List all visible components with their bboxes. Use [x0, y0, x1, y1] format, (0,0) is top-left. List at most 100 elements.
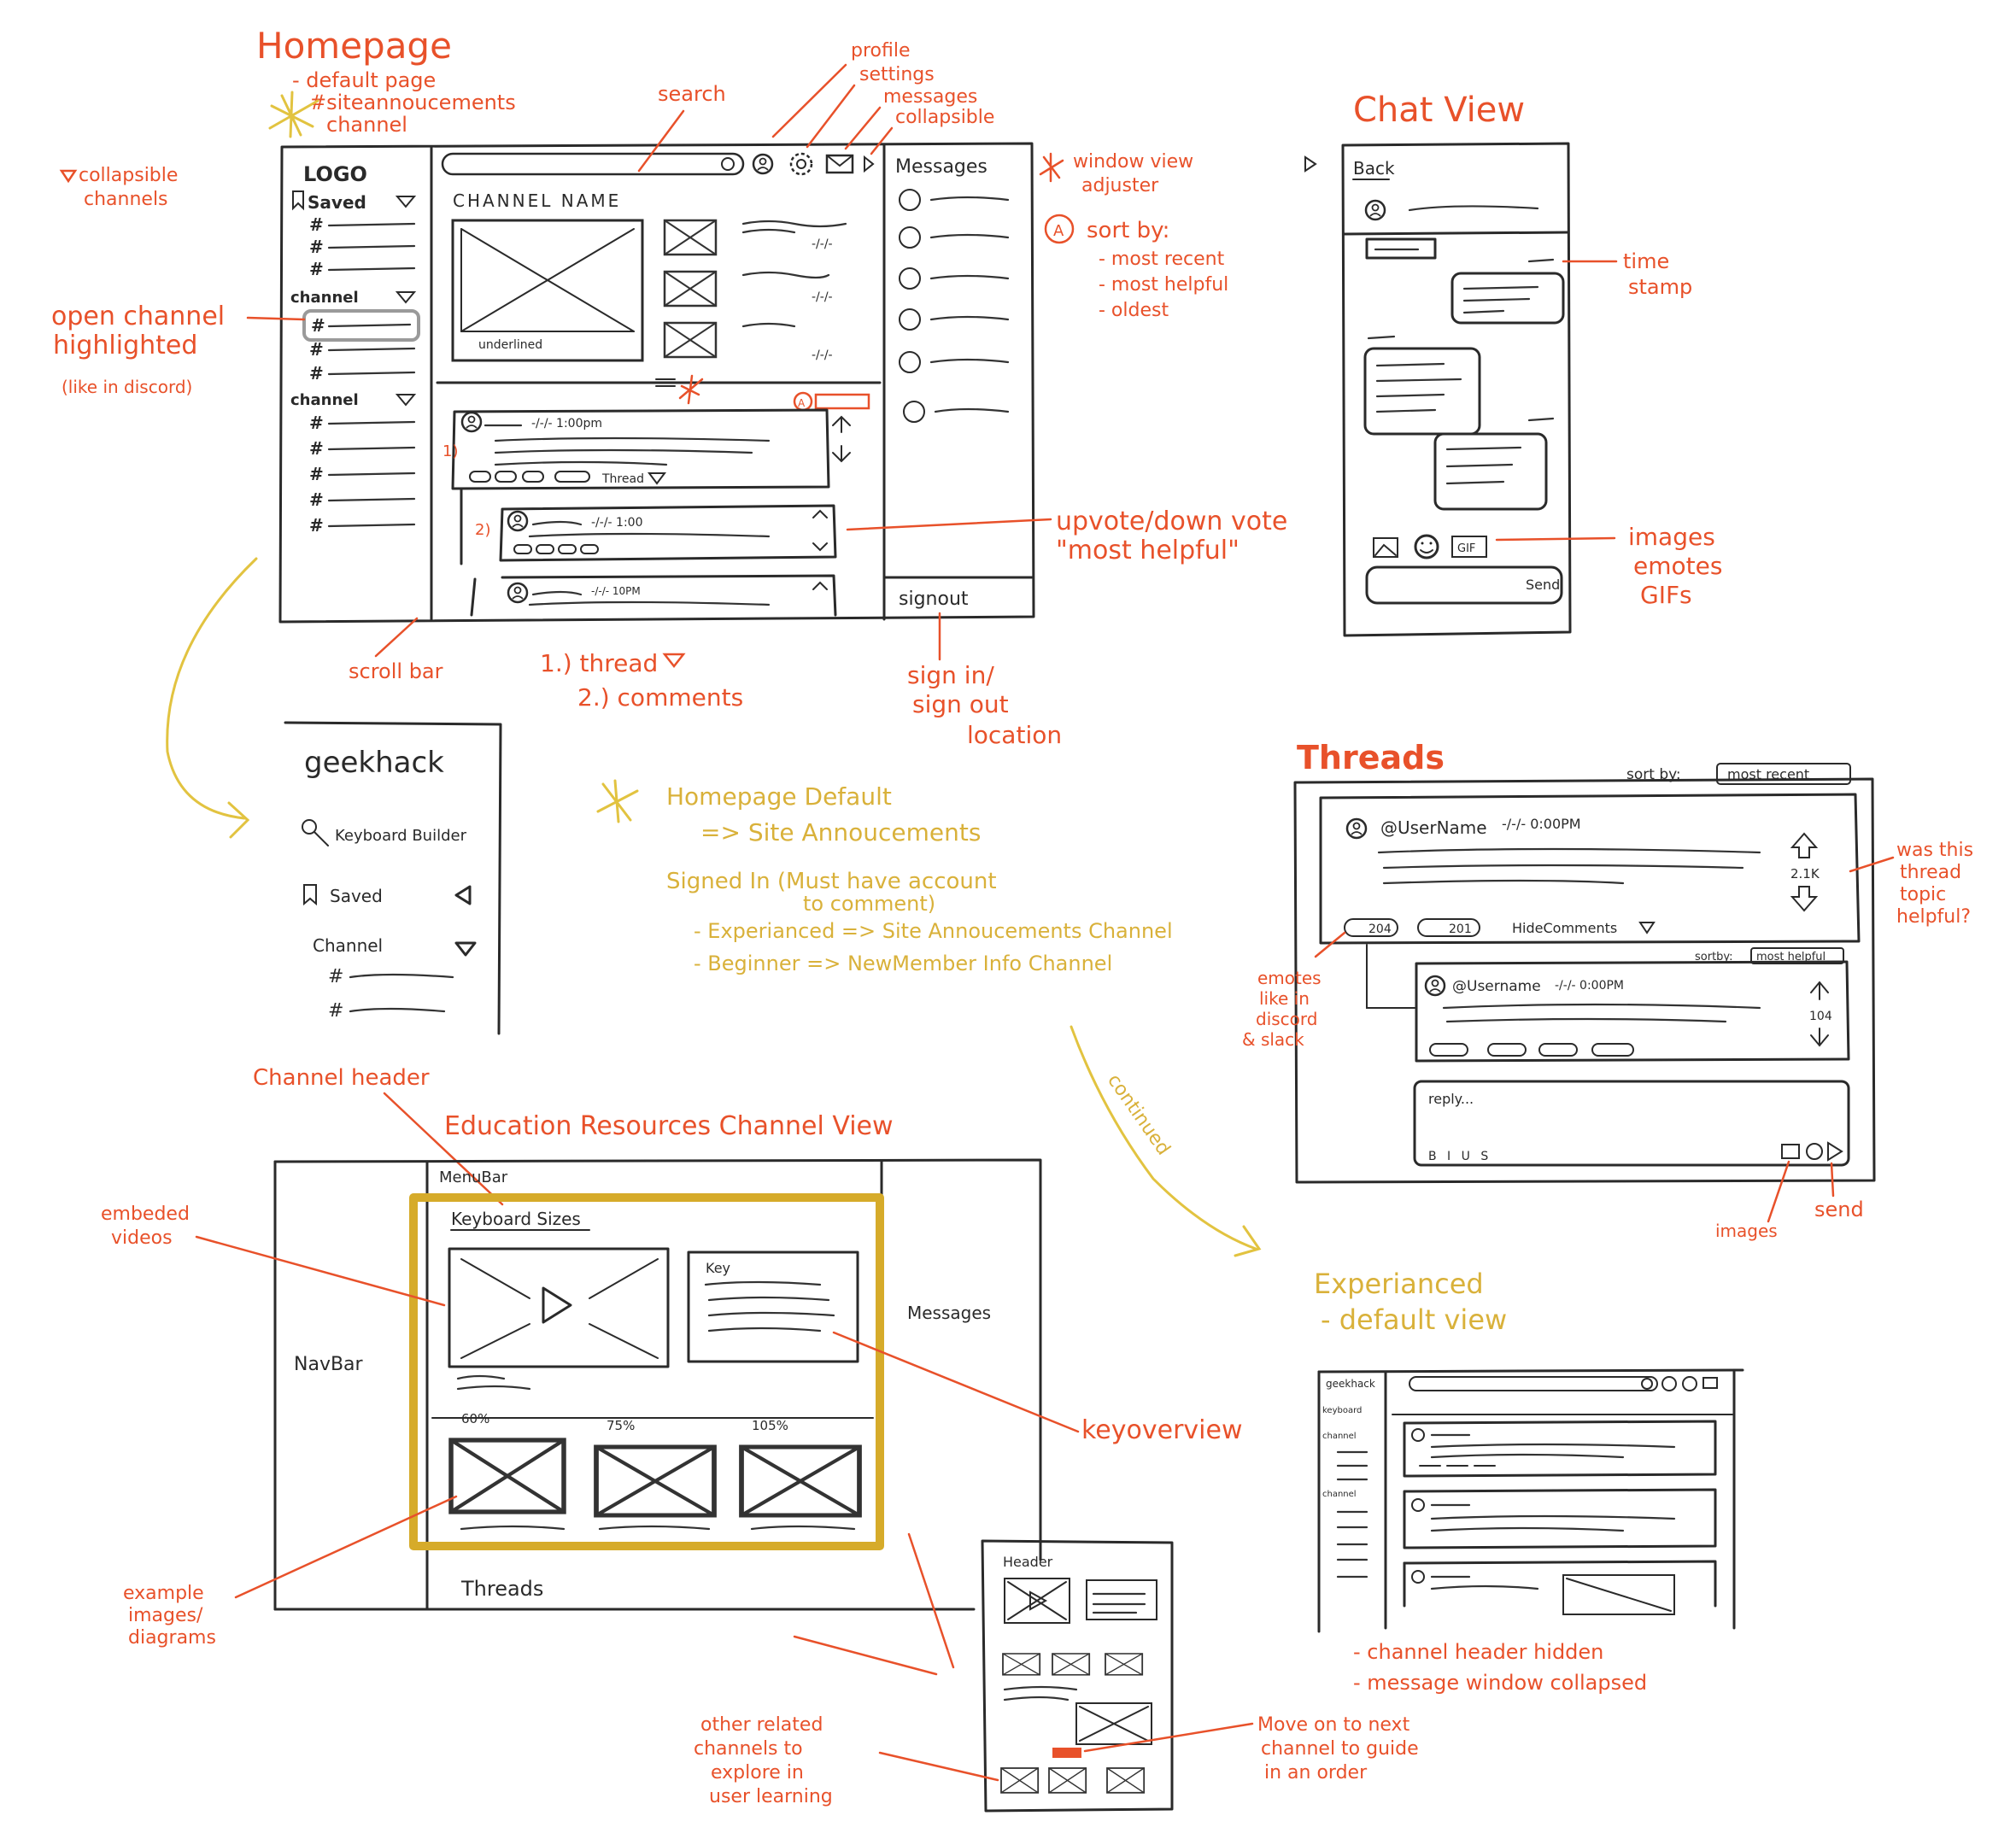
search-input[interactable] [1409, 1376, 1658, 1391]
related-row[interactable] [1000, 1767, 1146, 1794]
reply-placeholder: reply... [1428, 1091, 1474, 1107]
post-meta: -/-/- 1:00pm [531, 417, 602, 430]
thumbnail [663, 219, 718, 256]
upvote-icon[interactable] [1810, 981, 1829, 1000]
embedded-video[interactable] [448, 1247, 670, 1368]
window-adjuster-star[interactable] [678, 374, 704, 405]
reaction-pills[interactable] [1429, 1043, 1634, 1057]
nav-item[interactable]: Saved [330, 886, 383, 906]
icons[interactable] [1641, 1376, 1718, 1391]
logo: LOGO [303, 162, 367, 186]
annotation: embeded [101, 1204, 190, 1225]
back-button[interactable]: Back [1353, 158, 1395, 179]
note: => Site Annoucements [700, 818, 981, 846]
downvote-icon[interactable] [1810, 1028, 1829, 1047]
reaction-pills[interactable] [513, 544, 599, 554]
collapse-icon[interactable] [1304, 155, 1317, 173]
downvote-icon[interactable] [812, 542, 828, 552]
chevron-down-icon[interactable] [1638, 922, 1656, 934]
upvote-icon[interactable] [1790, 832, 1819, 858]
reaction-pill[interactable]: 204 [1344, 918, 1398, 937]
video-caption: underlined [478, 338, 542, 352]
arrow-head [1234, 1225, 1262, 1257]
profile-icon[interactable] [752, 153, 774, 175]
open-channel-highlight[interactable] [302, 309, 420, 342]
next-channel-card[interactable] [1075, 1702, 1152, 1745]
homepage-note: channel [326, 113, 407, 137]
size-label: 60% [461, 1411, 489, 1426]
annotation: thread [1900, 862, 1961, 883]
emoji-icon[interactable] [1414, 534, 1439, 559]
avatar [507, 582, 529, 604]
gear-icon[interactable] [789, 152, 813, 176]
image-icon[interactable] [1373, 537, 1398, 558]
annotation: keyoverview [1081, 1415, 1243, 1445]
downvote-icon[interactable] [832, 445, 851, 463]
annotation: settings [859, 64, 935, 85]
hide-comments-button[interactable]: HideComments [1512, 920, 1617, 936]
nav-item[interactable]: Keyboard Builder [335, 827, 467, 845]
reaction-pill[interactable]: 201 [1417, 918, 1480, 937]
gif-button[interactable]: GIF [1451, 536, 1487, 558]
annotation: images [1715, 1221, 1778, 1241]
search-icon[interactable] [721, 157, 735, 171]
annotation: sign in/ [907, 661, 994, 689]
thread-username: @UserName [1380, 817, 1487, 838]
envelope-icon[interactable] [825, 154, 854, 174]
annotation: sign out [912, 690, 1009, 718]
annotation: emotes [1257, 968, 1322, 988]
homepage-title: Homepage [256, 25, 452, 67]
play-icon[interactable] [542, 1286, 572, 1324]
chevron-down-icon[interactable] [454, 941, 477, 957]
reaction-pills[interactable] [469, 471, 590, 483]
signout-button[interactable]: signout [899, 589, 969, 610]
sort-dropdown[interactable] [1750, 947, 1844, 964]
format-toolbar[interactable]: B I U S [1428, 1150, 1491, 1163]
brand: geekhack [1326, 1378, 1375, 1390]
downvote-icon[interactable] [1790, 886, 1819, 912]
image-icon[interactable] [1781, 1144, 1800, 1159]
next-channel-marker[interactable] [1052, 1748, 1081, 1758]
svg-text:#: # [309, 214, 324, 235]
annotation: was this [1896, 840, 1973, 861]
chat-input[interactable] [1365, 565, 1563, 605]
reply-input[interactable] [1413, 1080, 1850, 1167]
annotation: emotes [1633, 552, 1722, 580]
note: - Beginner => NewMember Info Channel [694, 952, 1112, 975]
send-icon[interactable] [1827, 1141, 1843, 1162]
send-button[interactable]: Send [1526, 577, 1560, 593]
chevron-down-icon [395, 394, 417, 407]
avatar [1424, 975, 1446, 997]
sort-value[interactable]: most helpful [1756, 951, 1826, 964]
annotation: stamp [1628, 275, 1692, 299]
annotation: sort by: [1087, 218, 1169, 243]
upvote-icon[interactable] [832, 415, 851, 433]
chevron-left-icon[interactable] [454, 885, 472, 905]
annotation: collapsible [895, 107, 994, 128]
nav-item[interactable]: Channel [313, 935, 383, 956]
size-label: 105% [752, 1418, 788, 1433]
annotation: topic [1900, 884, 1946, 905]
post-card [1403, 1488, 1717, 1549]
emoji-icon[interactable] [1806, 1143, 1823, 1160]
upvote-icon[interactable] [812, 509, 828, 518]
annotation: - channel header hidden [1353, 1640, 1603, 1664]
search-input[interactable] [441, 152, 745, 176]
chat-bubble [1363, 347, 1481, 436]
example-image [451, 1440, 564, 1512]
annotation: (like in discord) [62, 377, 192, 397]
experienced-title: - default view [1321, 1303, 1507, 1336]
sort-dropdown[interactable] [1716, 763, 1851, 785]
vote-count: 104 [1809, 1010, 1832, 1023]
collapse-icon[interactable] [864, 155, 875, 173]
annotation: example [123, 1583, 204, 1604]
svg-text:#: # [309, 413, 324, 433]
thread-toggle[interactable]: Thread [601, 472, 644, 486]
channel-title: Keyboard Sizes [451, 1209, 581, 1229]
upvote-icon[interactable] [812, 581, 828, 590]
annotation: channels to [694, 1738, 803, 1760]
message-list[interactable] [899, 189, 1010, 423]
text-card [1086, 1579, 1157, 1620]
sort-dropdown[interactable] [814, 393, 870, 410]
note: to comment) [803, 892, 935, 916]
